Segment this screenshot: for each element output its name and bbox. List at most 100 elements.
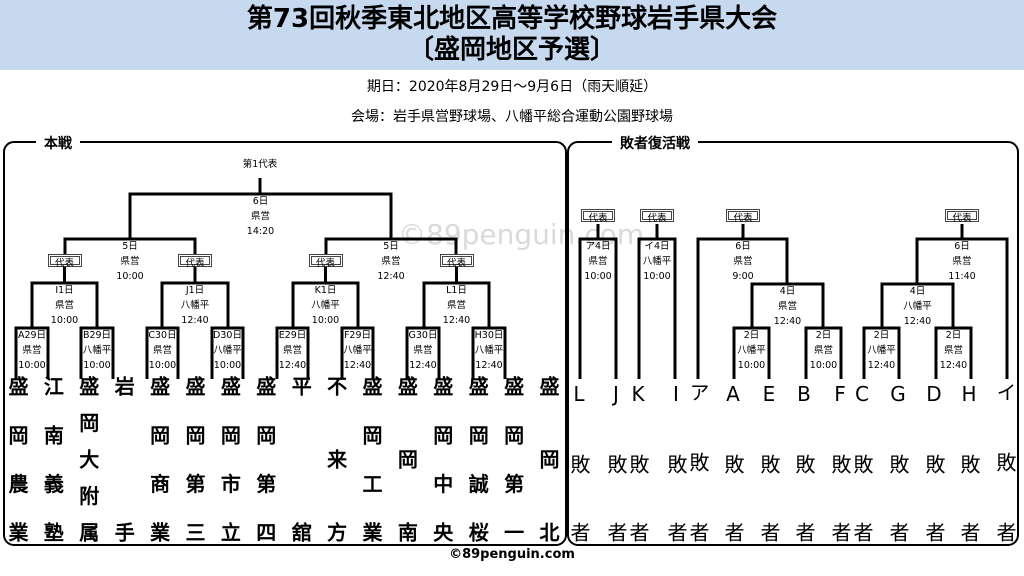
loser-slot: I敗者 [664,382,688,542]
loser-slot: E敗者 [757,382,781,542]
match-label: 12:40 [475,360,503,371]
match-label: 12:40 [278,360,307,371]
match-label: 県営 [588,256,608,267]
match-label: 県営 [120,256,140,267]
loser-slot: L敗者 [567,382,591,542]
representative-box: 代表 [308,254,343,269]
match-label: F29日 [343,330,372,341]
match-label: 八幡平 [213,345,242,356]
match-label: 県営 [381,256,401,267]
match-label: 八幡平 [311,300,340,311]
team-name: 盛岡農業 [5,376,29,542]
team-name: 江南義塾 [40,376,65,542]
loser-slot: F敗者 [828,382,852,542]
copyright-footer: ©89penguin.com [449,547,575,562]
loser-slot: B敗者 [792,382,816,542]
match-label: 4日 [909,286,926,297]
representative-box: 代表 [640,209,674,224]
team-name: 盛岡大附属 [75,376,100,542]
match-label: 八幡平 [867,345,896,356]
match-label: 県営 [282,345,302,356]
page-subtitle: 〔盛岡地区予選〕 [407,35,616,65]
match-label: 県営 [22,345,42,356]
representative-box: 代表 [178,254,212,269]
match-label: 八幡平 [82,345,112,356]
title-band [0,0,1024,70]
match-label: ア4日 [585,241,611,252]
loser-slot: K敗者 [626,382,650,542]
match-label: 八幡平 [343,345,372,356]
match-label: 10:00 [83,360,111,371]
match-label: 6日 [252,196,269,207]
match-label: 10:00 [643,271,671,282]
match-label: 12:40 [903,316,932,327]
match-label: 10:00 [737,360,766,371]
match-label: 県営 [813,345,833,356]
loser-slot: D敗者 [922,382,946,542]
main-frame [3,141,567,546]
team-name: 平舘 [288,376,313,542]
match-label: 11:40 [948,271,976,282]
match-label: 10:00 [50,315,79,326]
match-label: 八幡平 [903,301,932,312]
loser-slot: J敗者 [604,382,628,542]
representative-box: 代表 [945,209,979,224]
team-name: 不来方 [323,376,348,542]
match-label: 県営 [54,300,74,311]
team-name: 盛岡市立 [217,376,242,542]
match-label: 県営 [952,256,972,267]
match-label: A29日 [17,330,47,341]
match-label: 12:40 [867,360,896,371]
loser-slot: H敗者 [957,382,981,542]
team-name: 岩手 [111,376,136,542]
match-label: 県営 [446,300,466,311]
match-label: 12:40 [442,315,471,326]
match-label: 12:40 [939,360,968,371]
watermark: ©89penguin.com [398,218,645,251]
team-name: 盛岡第四 [252,376,277,542]
match-label: 9:00 [732,271,754,282]
match-label: 八幡平 [474,345,504,356]
match-label: 4日 [779,286,796,297]
representative-box: 代表 [581,209,615,224]
match-label: J1日 [185,285,205,296]
loser-slot: ア敗者 [686,382,710,542]
match-label: 2日 [873,330,890,341]
match-label: 10:00 [311,315,340,326]
match-label: 県営 [777,301,797,312]
match-label: 10:00 [116,271,144,282]
match-label: 八幡平 [642,256,672,267]
team-name: 盛岡誠桜 [465,376,490,542]
event-venue: 会場：岩手県営野球場、八幡平総合運動公園野球場 [351,109,673,125]
loser-slot: A敗者 [721,382,745,542]
match-label: 八幡平 [180,300,210,311]
team-name: 盛岡南 [394,376,419,542]
first-representative-label: 第1代表 [242,159,278,170]
representative-box: 代表 [439,254,474,269]
match-label: K1日 [314,285,337,296]
team-name: 盛岡第一 [500,376,525,542]
match-label: 10:00 [213,360,242,371]
loser-slot: C敗者 [850,382,874,542]
match-label: 県営 [943,345,963,356]
team-name: 盛岡商業 [146,376,171,542]
match-label: C30日 [148,330,177,341]
match-label: H30日 [474,330,504,341]
section-main-title: 本戦 [36,133,80,153]
match-label: L1日 [446,285,467,296]
match-label: 5日 [122,241,138,252]
match-label: 10:00 [809,360,838,371]
match-label: イ4日 [644,241,670,252]
match-label: 10:00 [148,360,177,371]
match-label: 県営 [250,211,270,222]
event-period: 期日：2020年8月29日～9月6日（雨天順延） [366,79,658,95]
match-label: 12:40 [377,271,405,282]
match-label: 2日 [945,330,962,341]
match-label: 県営 [152,345,172,356]
match-label: 県営 [733,256,753,267]
section-repechage-title: 敗者復活戦 [612,133,698,153]
match-label: 2日 [743,330,760,341]
match-label: G30日 [408,330,438,341]
